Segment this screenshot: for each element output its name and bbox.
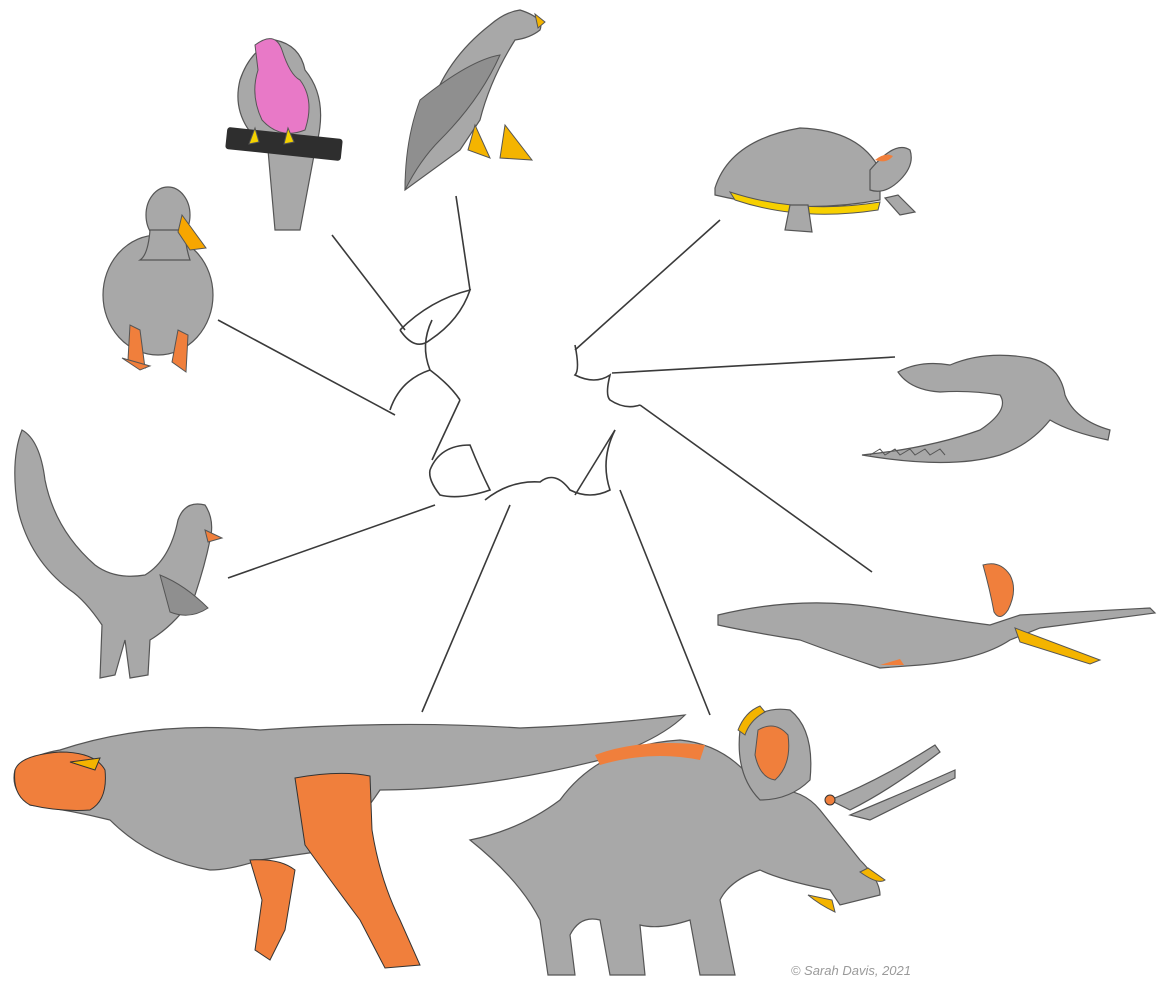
copyright-credit: © Sarah Davis, 2021 [791, 963, 911, 978]
branch-turtle [575, 220, 720, 350]
crocodile-icon [862, 355, 1110, 462]
branch-triceratops [620, 490, 710, 715]
turtle-icon [715, 128, 915, 232]
branch-pterosaur [640, 405, 872, 572]
pigeon-icon [225, 39, 343, 230]
branch-pigeon [332, 235, 405, 330]
branch-arc-center-left [430, 445, 490, 497]
branch-feathered-dinosaur [228, 505, 435, 578]
hawk-icon [405, 10, 545, 190]
branch-arc-birds-outer [400, 290, 470, 344]
branch-arc-croc-turtle [575, 345, 640, 407]
pterosaur-icon [718, 564, 1155, 668]
feathered-dinosaur-icon [15, 430, 222, 678]
branch-duck [218, 320, 395, 415]
branch-arc-center-bottom [485, 430, 615, 500]
branch-crocodile [612, 357, 895, 373]
branch-arc-birds-inner [425, 320, 432, 370]
branch-hawk [456, 196, 470, 290]
branch-arc-birds-mid [390, 370, 460, 410]
branch-tyrannosaurus [422, 505, 510, 712]
duck-icon [103, 187, 213, 372]
